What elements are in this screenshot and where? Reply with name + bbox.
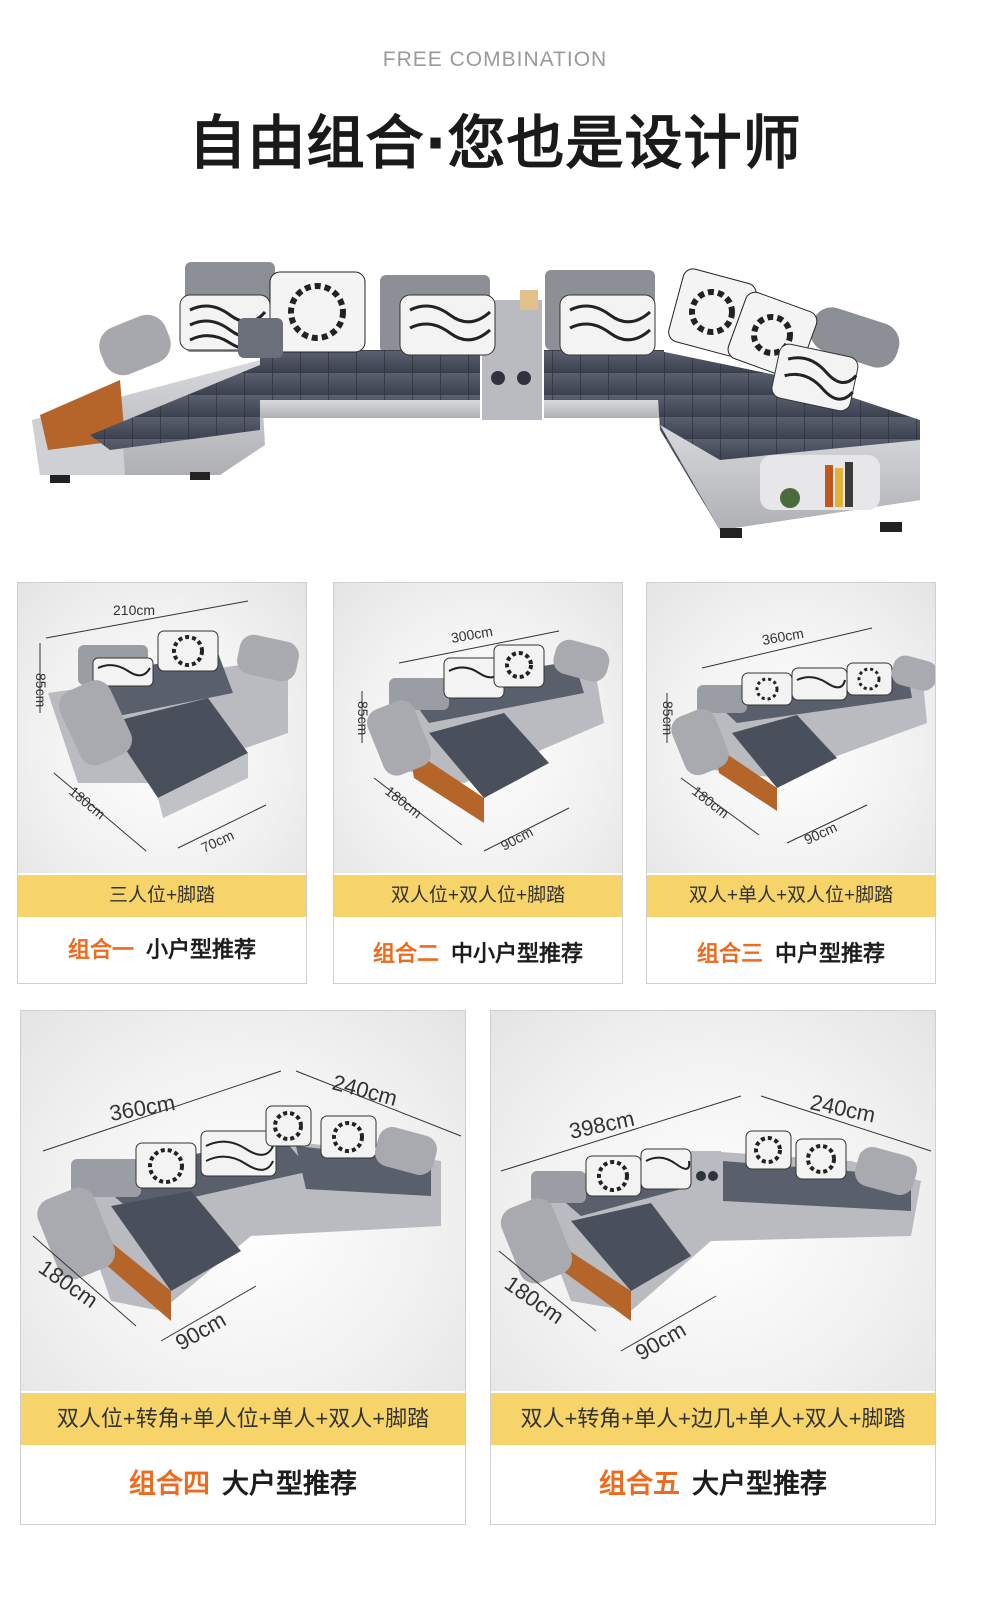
combo-3-caption: 组合三中户型推荐: [647, 937, 935, 973]
combo-4-image: 360cm 240cm 180cm 90cm: [21, 1011, 465, 1391]
combo-card-5: 398cm 240cm 180cm 90cm 双人+转角+单人+边几+单人+双人…: [490, 1010, 936, 1525]
combo-4-dim-chaise: 90cm: [171, 1307, 230, 1356]
combo-2-image: 300cm 85cm 180cm 90cm: [334, 583, 622, 873]
combo-1-dim-width: 210cm: [113, 602, 155, 618]
section-title: 自由组合·您也是设计师: [188, 109, 802, 177]
hero-sofa-illustration: [32, 262, 920, 538]
combo-1-dim-depth: 180cm: [66, 783, 108, 822]
combo-4-dim-width: 360cm: [108, 1090, 177, 1126]
combo-card-1: 210cm 85cm 180cm 70cm 三人位+脚踏 组合一小户型推荐: [17, 582, 307, 984]
combo-card-4: 360cm 240cm 180cm 90cm 双人位+转角+单人位+单人+双人+…: [20, 1010, 466, 1525]
combo-3-pieces: 双人+单人+双人位+脚踏: [647, 875, 935, 917]
combo-4-label-text: 大户型推荐: [222, 1469, 357, 1500]
combo-card-3: 360cm 85cm 180cm 90cm 双人+单人+双人位+脚踏 组合三中户…: [646, 582, 936, 984]
combo-5-caption: 组合五大户型推荐: [491, 1463, 935, 1507]
combo-4-sofa-illustration: 360cm 240cm 180cm 90cm: [32, 1070, 462, 1356]
combo-3-sofa-illustration: 360cm 85cm 180cm 90cm: [660, 625, 935, 848]
combo-3-image: 360cm 85cm 180cm 90cm: [647, 583, 935, 873]
combo-5-label-num: 组合五: [599, 1469, 680, 1500]
combo-1-image: 210cm 85cm 180cm 70cm: [18, 583, 306, 873]
combo-4-caption: 组合四大户型推荐: [21, 1463, 465, 1507]
section-subtitle: FREE COMBINATION: [382, 48, 608, 71]
hero-sofa-image: [20, 240, 970, 580]
combo-4-pieces: 双人位+转角+单人位+单人+双人+脚踏: [21, 1393, 465, 1445]
combo-5-dim-chaise: 90cm: [631, 1317, 690, 1366]
combo-card-2: 300cm 85cm 180cm 90cm 双人位+双人位+脚踏 组合二中小户型…: [333, 582, 623, 984]
combo-5-dim-width: 398cm: [567, 1106, 637, 1144]
combo-5-pieces: 双人+转角+单人+边几+单人+双人+脚踏: [491, 1393, 935, 1445]
combo-1-label-text: 小户型推荐: [146, 938, 257, 963]
combo-5-dim-side: 240cm: [808, 1089, 878, 1127]
combo-1-dim-chaise: 70cm: [199, 827, 237, 856]
combo-2-label-text: 中小户型推荐: [451, 942, 584, 967]
combo-1-dim-height: 85cm: [33, 673, 49, 707]
combo-2-sofa-illustration: 300cm 85cm 180cm 90cm: [355, 623, 610, 854]
combo-5-sofa-illustration: 398cm 240cm 180cm 90cm: [498, 1089, 932, 1366]
combo-2-dim-chaise: 90cm: [498, 823, 536, 853]
combo-5-image: 398cm 240cm 180cm 90cm: [491, 1011, 935, 1391]
combo-4-label-num: 组合四: [129, 1469, 210, 1500]
combo-1-sofa-illustration: 210cm 85cm 180cm 70cm: [33, 600, 299, 856]
combo-1-caption: 组合一小户型推荐: [18, 933, 306, 969]
combo-2-pieces: 双人位+双人位+脚踏: [334, 875, 622, 917]
combo-4-dim-side: 240cm: [330, 1070, 400, 1111]
combo-3-dim-depth: 180cm: [689, 783, 732, 821]
combo-2-dim-height: 85cm: [355, 701, 371, 735]
combo-3-label-text: 中户型推荐: [775, 942, 886, 967]
combo-1-pieces: 三人位+脚踏: [18, 875, 306, 917]
combo-3-dim-chaise: 90cm: [802, 819, 840, 848]
combo-1-label-num: 组合一: [67, 938, 134, 963]
combo-3-dim-height: 85cm: [660, 701, 676, 735]
combo-2-dim-depth: 180cm: [382, 783, 425, 821]
combo-2-label-num: 组合二: [372, 942, 439, 967]
combo-3-dim-width: 360cm: [761, 625, 805, 648]
combo-2-dim-width: 300cm: [450, 623, 494, 646]
combo-5-label-text: 大户型推荐: [692, 1469, 827, 1500]
combo-3-label-num: 组合三: [696, 942, 763, 967]
combo-2-caption: 组合二中小户型推荐: [334, 937, 622, 973]
